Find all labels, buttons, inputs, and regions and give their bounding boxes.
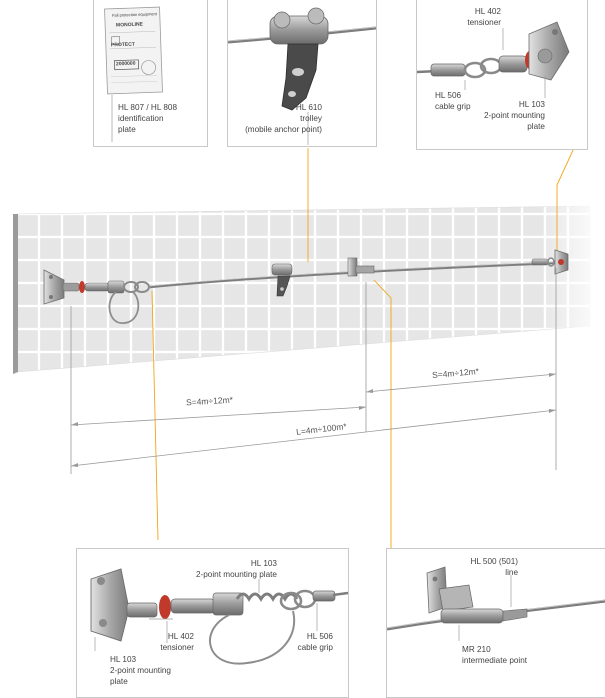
label-mount-top-line2: plate — [527, 122, 545, 131]
panel-end-anchor: HL 402 tensioner HL 506 cable grip HL 10… — [416, 0, 588, 150]
label-mount-top-code: HL 103 — [518, 100, 545, 109]
plate-text-brand: MONOLINE — [115, 21, 144, 29]
identification-plate-icon — [104, 6, 163, 142]
label-intermediate-code: MR 210 — [462, 645, 491, 654]
plate-text-serial: 2000000 — [115, 60, 136, 68]
leader-lines — [151, 147, 575, 548]
label-id-plate-line1: identification — [118, 114, 164, 123]
label-tensioner-top-code: HL 402 — [474, 7, 501, 16]
label-id-plate-code: HL 807 / HL 808 — [118, 103, 178, 112]
label-cable-grip-bl-code: HL 506 — [306, 632, 333, 641]
label-id-plate-line2: plate — [118, 125, 136, 134]
label-trolley-code: HL 610 — [295, 103, 322, 112]
trolley-icon — [271, 263, 293, 297]
dimension-lines — [70, 268, 557, 474]
tiled-wall — [13, 200, 605, 374]
intermediate-point-icon — [347, 257, 375, 277]
label-mount-top-line1: 2-point mounting — [484, 111, 545, 120]
intermediate-point-detail-icon — [387, 566, 605, 641]
label-mount-bl-a-code: HL 103 — [250, 559, 277, 568]
steel-cable — [149, 261, 556, 289]
tensioner-assembly-detail-icon — [90, 568, 348, 665]
right-end-assembly-icon — [531, 249, 569, 275]
panel-intermediate-point: HL 500 (501) line MR 210 intermediate po… — [386, 548, 605, 698]
label-mount-bl-a-line1: 2-point mounting plate — [195, 570, 277, 579]
label-tensioner-bl-code: HL 402 — [167, 632, 194, 641]
label-cable-grip-top-line1: cable grip — [435, 102, 471, 111]
label-cable-grip-top-code: HL 506 — [435, 91, 462, 100]
panel-identification-plate: Fall protection equipment MONOLINE PROTE… — [93, 0, 208, 147]
label-mount-bl-b-line1: 2-point mounting — [110, 666, 171, 675]
end-anchor-detail-icon — [417, 21, 570, 98]
label-tensioner-top-line1: tensioner — [467, 18, 501, 27]
label-mount-bl-b-code: HL 103 — [110, 655, 137, 664]
panel-trolley: HL 610 trolley (mobile anchor point) — [227, 0, 377, 147]
dimension-arrowheads — [71, 373, 556, 467]
label-mount-bl-b-line2: plate — [110, 677, 128, 686]
plate-text-maker: PROTECT — [110, 41, 135, 49]
left-end-assembly-icon — [43, 269, 150, 324]
label-trolley-line2: (mobile anchor point) — [245, 125, 322, 134]
label-line-line1: line — [505, 568, 518, 577]
label-cable-grip-bl-line1: cable grip — [297, 643, 333, 652]
label-line-code: HL 500 (501) — [470, 557, 519, 566]
trolley-detail-icon — [228, 7, 376, 145]
label-intermediate-line1: intermediate point — [462, 656, 528, 665]
label-tensioner-bl-line1: tensioner — [160, 643, 194, 652]
label-trolley-line1: trolley — [300, 114, 322, 123]
panel-tensioner-assembly: HL 103 2-point mounting plate HL 402 ten… — [76, 548, 349, 698]
